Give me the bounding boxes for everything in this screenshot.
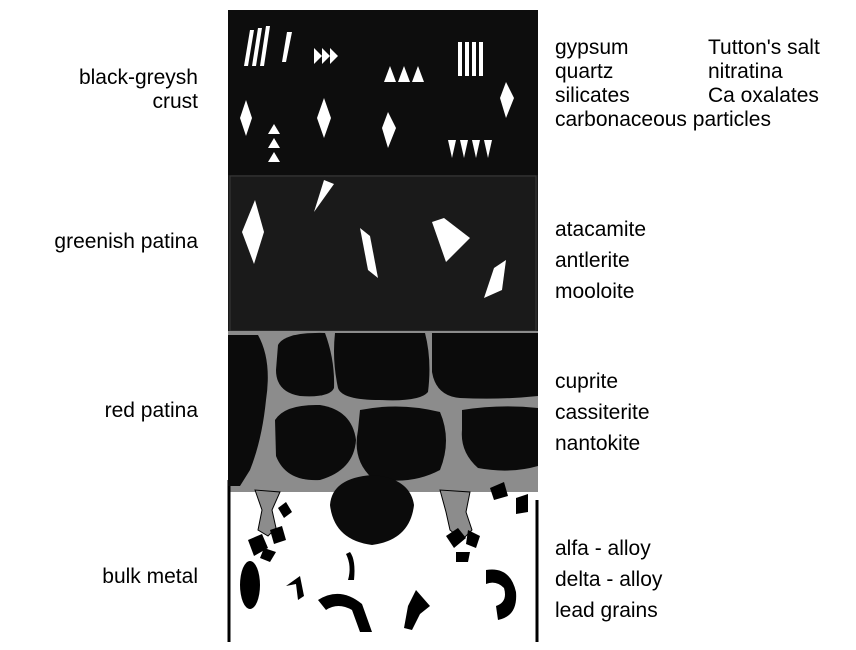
component-mooloite: mooloite	[555, 276, 646, 307]
bulk-metal-components: alfa - alloy delta - alloy lead grains	[555, 533, 662, 626]
component-cuprite: cuprite	[555, 366, 650, 397]
crust-components-col2: Tutton's salt nitratina Ca oxalates	[708, 36, 820, 108]
grain-center-left	[276, 333, 334, 396]
component-ca-oxalates: Ca oxalates	[708, 84, 820, 108]
greenish-patina-layer	[228, 175, 538, 333]
crust-layer	[228, 10, 538, 178]
component-delta-alloy: delta - alloy	[555, 564, 662, 595]
grain-right-top	[432, 333, 538, 399]
component-lead-grains: lead grains	[555, 595, 662, 626]
greenish-patina-components: atacamite antlerite mooloite	[555, 214, 646, 307]
component-carbonaceous-particles: carbonaceous particles	[555, 108, 771, 132]
component-cassiterite: cassiterite	[555, 397, 650, 428]
grain-lower-center	[357, 406, 446, 480]
component-tuttons-salt: Tutton's salt	[708, 36, 820, 60]
component-antlerite: antlerite	[555, 245, 646, 276]
component-atacamite: atacamite	[555, 214, 646, 245]
component-alfa-alloy: alfa - alloy	[555, 533, 662, 564]
component-nantokite: nantokite	[555, 428, 650, 459]
grain-lower-right	[462, 406, 538, 470]
red-patina-components: cuprite cassiterite nantokite	[555, 366, 650, 459]
grain-center	[334, 333, 429, 400]
component-nitratina: nitratina	[708, 60, 820, 84]
